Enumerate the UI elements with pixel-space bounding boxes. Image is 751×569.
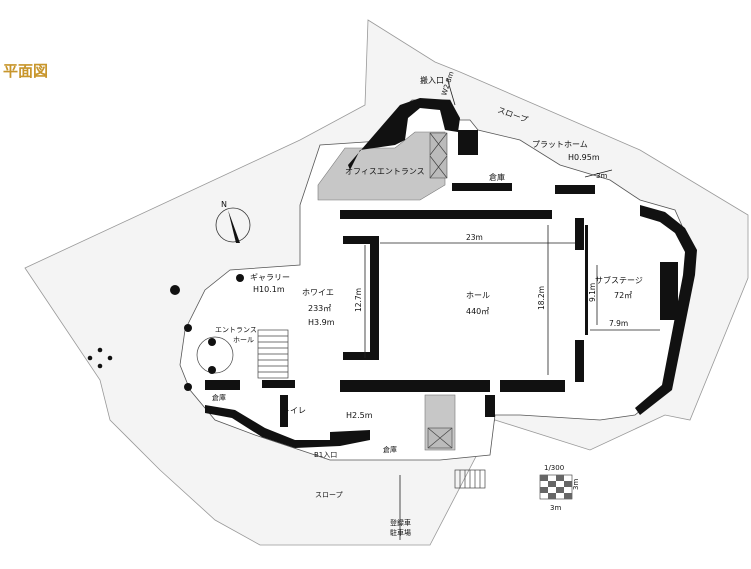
label-hall-width: 23m	[466, 233, 483, 242]
bottom-stairs	[454, 469, 486, 489]
hall-wall-left	[370, 236, 379, 360]
lower-elevator-cross	[427, 427, 453, 449]
label-b1-entrance: B1入口	[314, 451, 337, 459]
label-storage-left: 倉庫	[212, 393, 226, 402]
wall-bottom-3	[500, 380, 565, 392]
label-sub-stage-area: 72㎡	[614, 291, 632, 300]
label-storage-bottom: 倉庫	[383, 445, 397, 454]
label-office-entrance: オフィスエントランス	[345, 167, 425, 176]
label-entrance-hall-1: エントランス	[215, 326, 257, 334]
label-gallery: ギャラリー	[250, 273, 290, 282]
north-label: N	[221, 200, 227, 209]
entrance-circle	[196, 336, 234, 374]
hall-wall-right-top	[575, 218, 584, 250]
label-storage-top: 倉庫	[489, 172, 505, 182]
label-sub-stage-width: 7.9m	[609, 319, 628, 328]
label-slope-bottom: スロープ	[315, 491, 343, 499]
loading-wall	[348, 98, 460, 170]
label-sub-stage: サブステージ	[595, 275, 643, 285]
label-gallery-height: H10.1m	[253, 285, 285, 294]
scale-block	[539, 474, 573, 500]
lower-curved-wall	[205, 405, 370, 448]
label-parking-1: 登録車	[390, 518, 411, 527]
label-platform-width: 3m	[596, 172, 607, 180]
wall-storage-top	[452, 183, 512, 191]
wall-toilet-top	[262, 380, 295, 388]
hall-wall-bottom-left	[343, 352, 379, 360]
tree-dots	[87, 274, 244, 391]
label-hall-depth: 18.2m	[537, 286, 546, 310]
office-elevator-cross	[429, 132, 448, 179]
wall-bottom-2	[410, 380, 490, 392]
wall-bottom-1	[340, 380, 410, 392]
label-parking-2: 駐車場	[390, 528, 411, 537]
label-hall-area: 440㎡	[466, 307, 489, 316]
entrance-stairs	[257, 329, 289, 379]
platform-wall	[555, 185, 595, 194]
hall-wall-top-left	[343, 236, 379, 244]
office-elevator	[429, 132, 448, 179]
label-scale-height: 3m	[572, 479, 580, 490]
label-corridor-height: H2.5m	[346, 411, 373, 420]
plan-title: 平面図	[3, 62, 48, 80]
label-platform-height: H0.95m	[568, 153, 600, 162]
label-scale: 1/300	[544, 464, 564, 472]
substage-divider	[585, 225, 588, 335]
label-foyer-height: H3.9m	[308, 318, 335, 327]
label-foyer: ホワイエ	[302, 288, 334, 297]
right-curved-wall	[635, 205, 697, 415]
wall-bottom-stub	[485, 395, 495, 417]
label-toilet: トイレ	[282, 406, 306, 415]
label-loading-entrance: 搬入口	[420, 75, 444, 85]
north-arrow	[215, 207, 251, 243]
label-entrance-hall-2: ホール	[233, 336, 254, 344]
label-platform-home: プラットホーム	[532, 140, 588, 149]
toilet-wall	[280, 395, 288, 427]
wall-top-2	[502, 210, 552, 219]
hall-wall-right-bottom	[575, 340, 584, 382]
substage-wall	[660, 262, 678, 320]
label-sub-stage-depth: 9.1m	[588, 283, 597, 302]
wall-upper-block	[458, 130, 478, 155]
label-foyer-depth: 12.7m	[354, 288, 363, 312]
dimension-lines	[364, 77, 660, 540]
office-entrance-area	[317, 131, 446, 201]
wall-top-1	[340, 210, 502, 219]
label-hall: ホール	[466, 291, 490, 300]
label-foyer-area: 233㎡	[308, 304, 331, 313]
label-scale-width: 3m	[550, 504, 561, 512]
wall-left-top	[205, 380, 240, 390]
